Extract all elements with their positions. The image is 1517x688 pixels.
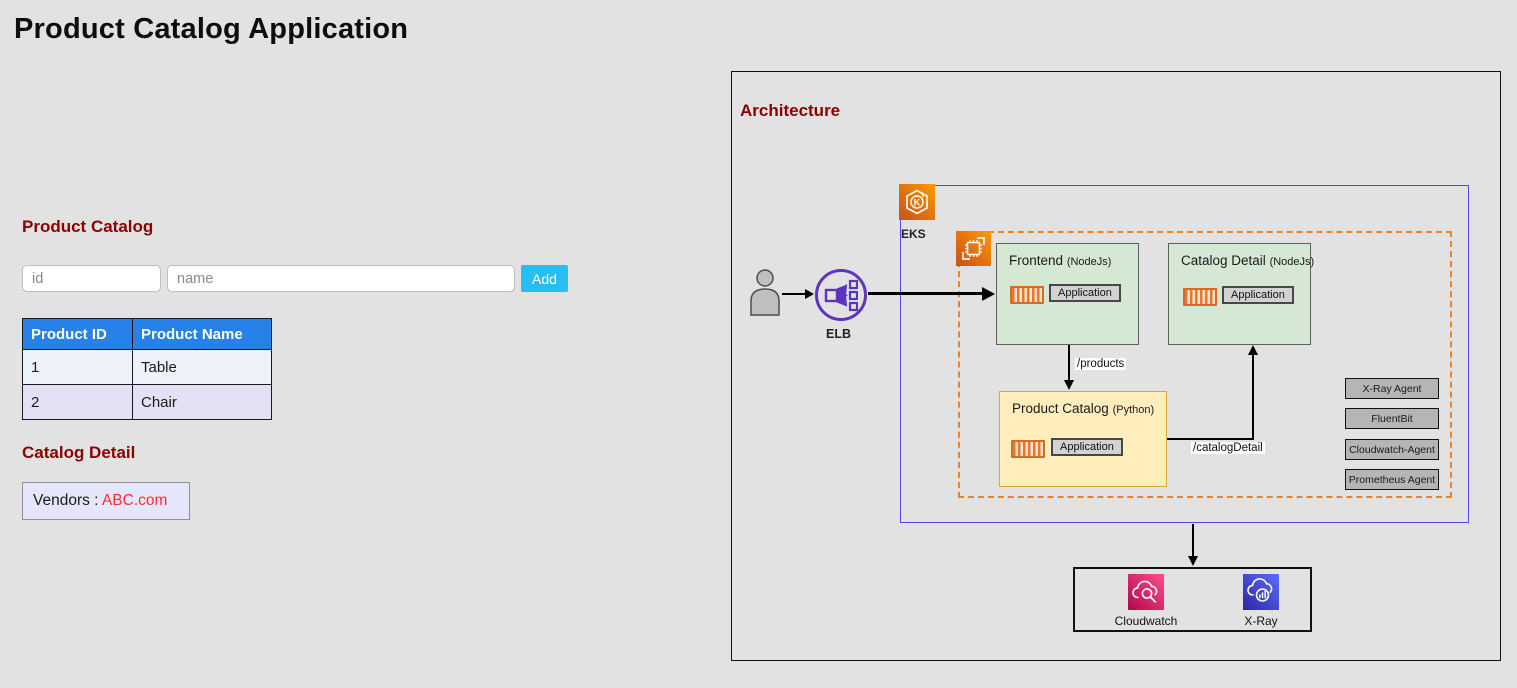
catalog-detail-runtime: (NodeJs) — [1269, 256, 1315, 268]
application-chip: Application — [1049, 284, 1121, 302]
cloudwatch-agent-box: Cloudwatch-Agent — [1345, 439, 1439, 460]
product-id-cell: 1 — [22, 349, 133, 385]
cloudwatch-icon — [1128, 574, 1164, 610]
namespace-dashed-boundary — [958, 231, 1452, 498]
container-icon — [1183, 288, 1217, 306]
architecture-panel — [731, 71, 1501, 661]
svg-text:K: K — [914, 198, 921, 208]
product-name-header: Product Name — [132, 318, 272, 350]
productcatalog-to-catalogdetail-vline — [1252, 352, 1254, 440]
product-catalog-title: Product Catalog (Python) — [1012, 401, 1155, 416]
products-route-label: /products — [1075, 358, 1127, 370]
table-row: 2 Chair — [22, 384, 272, 420]
application-chip: Application — [1222, 286, 1294, 304]
productcatalog-to-catalogdetail-hline — [1167, 438, 1254, 440]
product-name-input[interactable] — [167, 265, 515, 292]
product-name-cell: Table — [132, 349, 272, 385]
xray-label: X-Ray — [1244, 614, 1278, 628]
container-icon — [1011, 440, 1045, 458]
cluster-to-monitoring-arrowhead — [1188, 556, 1198, 566]
product-table: Product ID Product Name 1 Table 2 Chair — [22, 318, 272, 420]
product-table-header-row: Product ID Product Name — [22, 318, 272, 350]
fluentbit-box: FluentBit — [1345, 408, 1439, 429]
page-title: Product Catalog Application — [14, 13, 409, 45]
elb-label: ELB — [826, 327, 851, 341]
frontend-title: Frontend (NodeJs) — [1009, 253, 1112, 268]
vendor-name: ABC.com — [101, 492, 168, 509]
application-chip: Application — [1051, 438, 1123, 456]
productcatalog-to-catalogdetail-arrowhead — [1248, 345, 1258, 355]
user-icon — [750, 269, 780, 316]
catalog-detail-heading: Catalog Detail — [22, 443, 136, 462]
eks-icon: K — [899, 184, 935, 220]
add-button[interactable]: Add — [521, 265, 568, 292]
product-catalog-node: Product Catalog (Python) Application — [999, 391, 1167, 487]
frontend-runtime: (NodeJs) — [1066, 256, 1112, 268]
product-id-cell: 2 — [22, 384, 133, 420]
catalog-detail-title: Catalog Detail (NodeJs) — [1181, 253, 1315, 268]
product-id-input[interactable] — [22, 265, 161, 292]
eks-label: EKS — [901, 227, 926, 241]
cluster-to-monitoring-line — [1192, 524, 1194, 558]
elb-to-frontend-line — [868, 292, 986, 295]
vendors-box: Vendors : ABC.com — [22, 482, 190, 520]
vendors-label: Vendors : — [33, 492, 99, 509]
xray-agent-box: X-Ray Agent — [1345, 378, 1439, 399]
frontend-to-productcatalog-arrowhead — [1064, 380, 1074, 390]
monitoring-box — [1073, 567, 1312, 632]
prometheus-agent-box: Prometheus Agent — [1345, 469, 1439, 490]
frontend-node: Frontend (NodeJs) Application — [996, 243, 1139, 345]
elb-to-frontend-arrowhead — [982, 286, 995, 301]
catalogdetail-route-label: /catalogDetail — [1191, 442, 1265, 454]
product-id-header: Product ID — [22, 318, 133, 350]
cloudwatch-label: Cloudwatch — [1114, 614, 1178, 628]
product-catalog-heading: Product Catalog — [22, 217, 154, 236]
eks-cluster-boundary — [900, 185, 1469, 523]
frontend-to-productcatalog-line — [1068, 345, 1070, 382]
elb-icon — [815, 269, 867, 321]
catalog-detail-node: Catalog Detail (NodeJs) Application — [1168, 243, 1315, 345]
user-to-elb-arrowhead — [805, 289, 814, 299]
architecture-heading: Architecture — [740, 101, 841, 120]
user-to-elb-line — [782, 293, 807, 295]
container-icon — [1010, 286, 1044, 304]
product-catalog-runtime: (Python) — [1112, 404, 1155, 416]
xray-icon — [1243, 574, 1279, 610]
table-row: 1 Table — [22, 349, 272, 385]
product-name-cell: Chair — [132, 384, 272, 420]
container-chip-icon — [956, 231, 991, 266]
